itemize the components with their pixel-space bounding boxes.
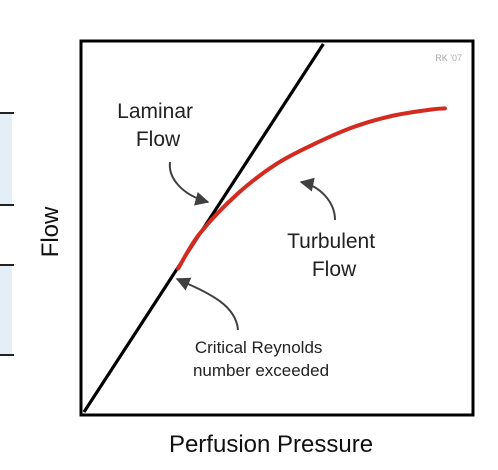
plot-frame [79,39,475,417]
fragment-rule [0,204,14,206]
fragment-rule [0,354,14,356]
y-axis-label: Flow [37,206,64,257]
left-edge-fragment [0,112,14,362]
laminar-annotation-arrow [168,161,210,206]
fragment-rule [0,264,14,266]
series-turbulent-line [176,106,447,271]
fragment-cell [0,114,12,204]
critical-annotation-arrow [175,277,239,331]
fragment-rule [0,112,14,114]
turbulent-flow-label: Turbulent Flow [287,230,381,281]
laminar-flow-label: Laminar Flow [117,100,199,151]
critical-reynolds-label: Critical Reynolds number exceeded [193,338,329,380]
fragment-cell [0,266,12,354]
watermark: RK '07 [435,53,462,63]
turbulent-annotation-arrow [299,177,336,221]
x-axis-label: Perfusion Pressure [169,431,373,458]
